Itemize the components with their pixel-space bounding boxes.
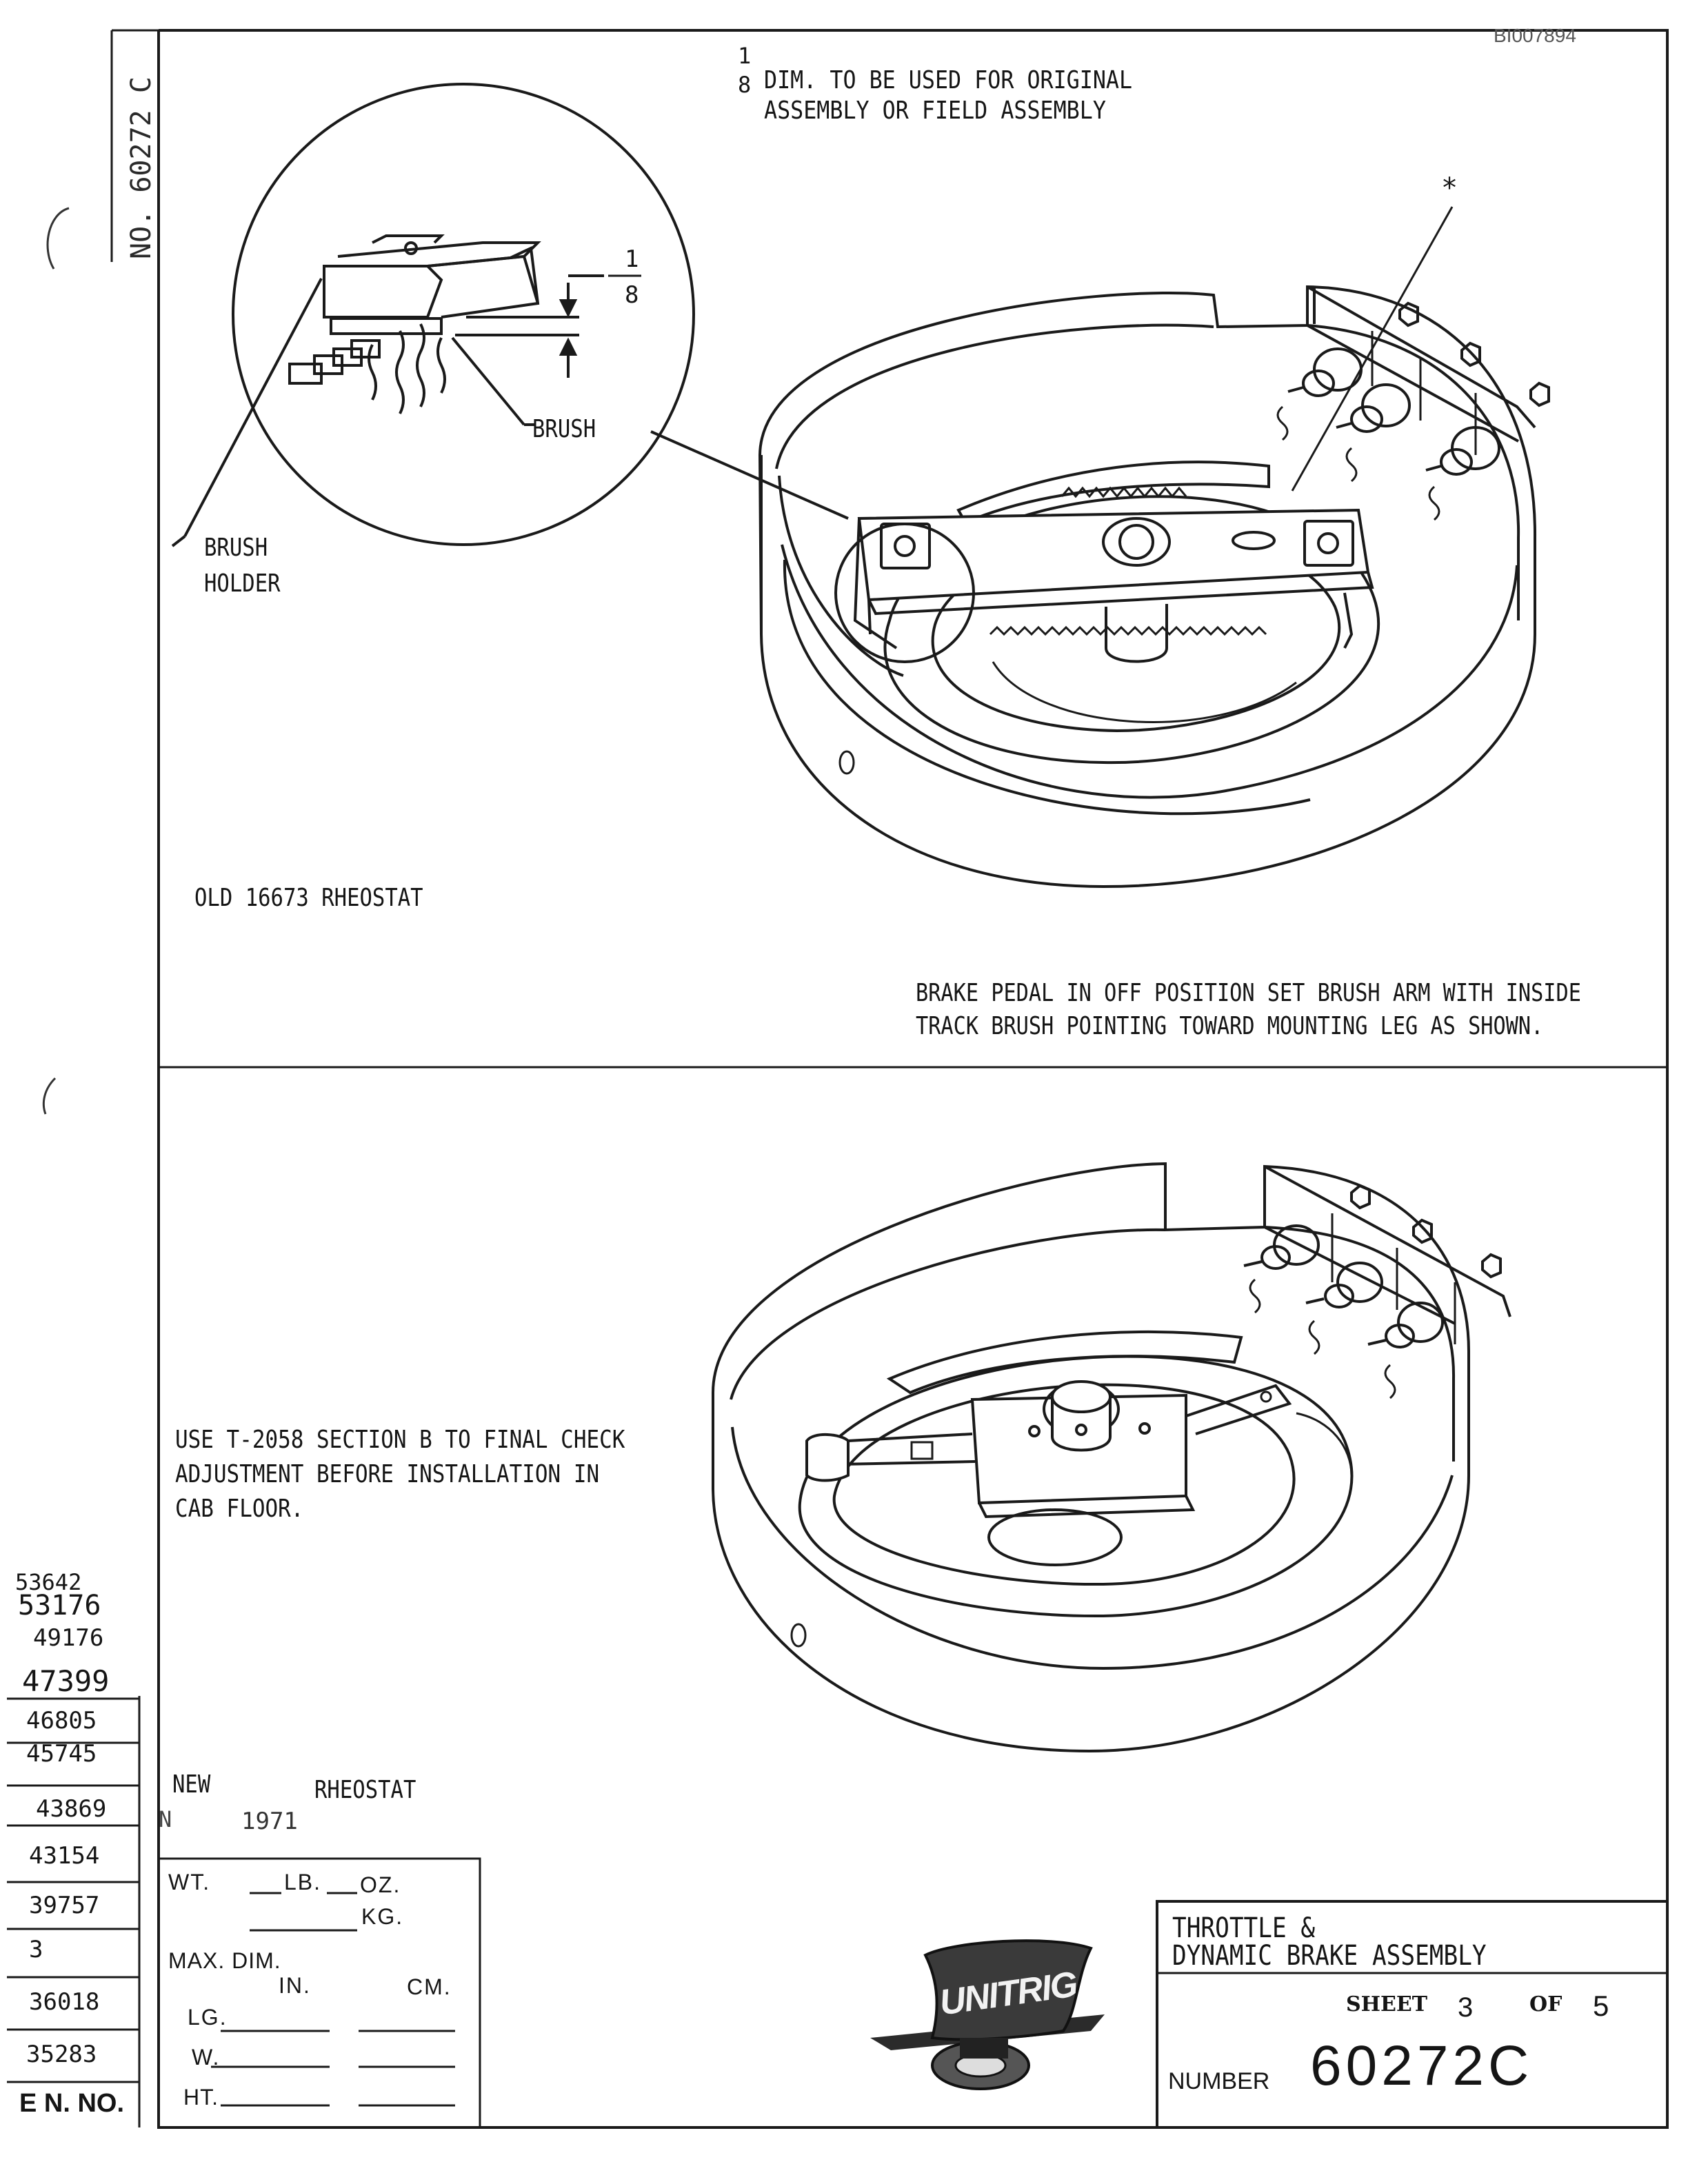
detail-fraction-num: 1 xyxy=(625,245,639,273)
sheet-number: 3 xyxy=(1458,1992,1474,2023)
width-label: W. xyxy=(192,2045,221,2070)
of-label: OF xyxy=(1529,1992,1563,2016)
en-number-10: 3 xyxy=(29,1936,43,1963)
top-note-fraction-num: 1 xyxy=(738,43,752,69)
new-date-a: N xyxy=(159,1806,172,1832)
ounce-label: OZ. xyxy=(360,1872,401,1897)
new-label: NEW xyxy=(172,1770,211,1799)
check-note-line-3: CAB FLOOR. xyxy=(175,1495,304,1523)
en-number-12: 35283 xyxy=(26,2041,97,2068)
en-number-5: 46805 xyxy=(26,1707,97,1735)
en-number-7: 43869 xyxy=(36,1795,107,1823)
brush-arm-instruction-2: TRACK BRUSH POINTING TOWARD MOUNTING LEG… xyxy=(916,1012,1544,1040)
en-number-header: E N. NO. xyxy=(19,2089,125,2118)
sheet-total: 5 xyxy=(1593,1990,1609,2022)
number-label: NUMBER xyxy=(1168,2068,1270,2094)
old-rheostat-drawing xyxy=(758,206,1550,889)
en-number-2: 53176 xyxy=(18,1590,101,1621)
en-number-9: 39757 xyxy=(29,1892,100,1919)
drawing-title-1: THROTTLE & xyxy=(1172,1912,1316,1944)
rheostat-label: RHEOSTAT xyxy=(314,1776,416,1804)
detail-fraction-den: 8 xyxy=(625,281,639,309)
frame-border xyxy=(157,29,1669,2129)
brush-holder-label-1: BRUSH xyxy=(204,534,268,562)
en-number-1: 53642 xyxy=(15,1569,82,1595)
sheet-label: SHEET xyxy=(1346,1992,1428,2016)
max-dim-label: MAX. DIM. xyxy=(168,1948,281,1973)
en-number-4: 47399 xyxy=(22,1664,110,1698)
drawing-number: 60272C xyxy=(1310,2034,1534,2097)
unitrig-logo: UNITRIG xyxy=(870,1934,1116,2097)
document-id: BI007894 xyxy=(1494,25,1576,46)
en-number-11: 36018 xyxy=(29,1988,100,2016)
check-note-line-2: ADJUSTMENT BEFORE INSTALLATION IN xyxy=(175,1460,600,1488)
spine-number: NO. 60272 C xyxy=(125,77,157,259)
length-label: LG. xyxy=(188,2005,228,2030)
en-number-6: 45745 xyxy=(26,1740,97,1768)
kilogram-label: KG. xyxy=(361,1904,404,1929)
top-note-fraction-den: 8 xyxy=(738,72,752,98)
top-note-line-2: ASSEMBLY OR FIELD ASSEMBLY xyxy=(764,97,1106,125)
brush-holder-label-2: HOLDER xyxy=(204,569,281,598)
top-note-line-1: DIM. TO BE USED FOR ORIGINAL xyxy=(764,66,1133,94)
brush-label: BRUSH xyxy=(532,415,596,443)
weight-label: WT. xyxy=(168,1870,211,1894)
inch-label: IN. xyxy=(279,1973,311,1998)
brush-detail-view xyxy=(171,83,849,547)
asterisk-mark: * xyxy=(1441,172,1458,204)
new-date-b: 1971 xyxy=(241,1808,298,1835)
old-rheostat-label: OLD 16673 RHEOSTAT xyxy=(194,884,423,912)
check-note-line-1: USE T-2058 SECTION B TO FINAL CHECK xyxy=(175,1426,625,1454)
centimeter-label: CM. xyxy=(407,1974,452,1999)
new-rheostat-drawing xyxy=(712,1162,1511,1753)
drawing-title-2: DYNAMIC BRAKE ASSEMBLY xyxy=(1172,1940,1487,1972)
en-number-3: 49176 xyxy=(33,1624,104,1652)
en-number-8: 43154 xyxy=(29,1842,100,1870)
pound-label: LB. xyxy=(284,1870,322,1894)
brush-arm-instruction-1: BRAKE PEDAL IN OFF POSITION SET BRUSH AR… xyxy=(916,979,1581,1007)
title-block-border xyxy=(1156,1900,1667,2127)
height-label: HT. xyxy=(183,2085,219,2110)
